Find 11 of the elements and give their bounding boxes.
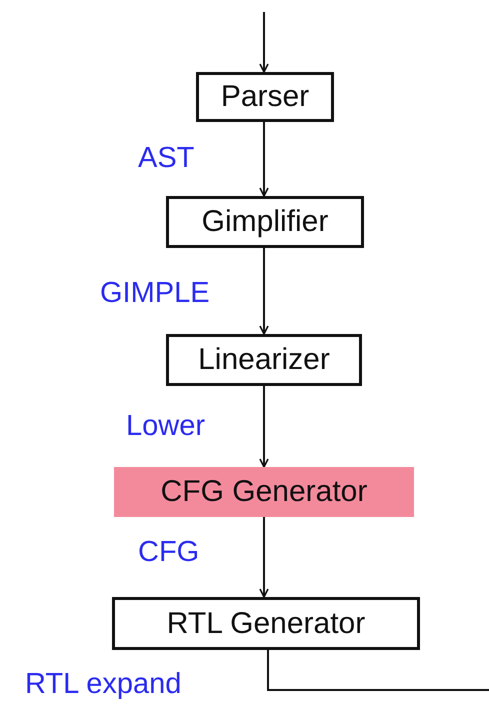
process-box: Parser (196, 72, 334, 122)
arrow (259, 122, 269, 197)
process-box: RTL Generator (112, 597, 420, 650)
process-box: Gimplifier (166, 196, 364, 248)
arrow (259, 12, 269, 73)
arrow (259, 248, 269, 335)
process-box: Linearizer (166, 334, 362, 386)
highlighted-process-box: CFG Generator (114, 467, 414, 517)
arrow (259, 386, 269, 468)
connector-line (267, 650, 489, 691)
arrow (259, 517, 269, 598)
